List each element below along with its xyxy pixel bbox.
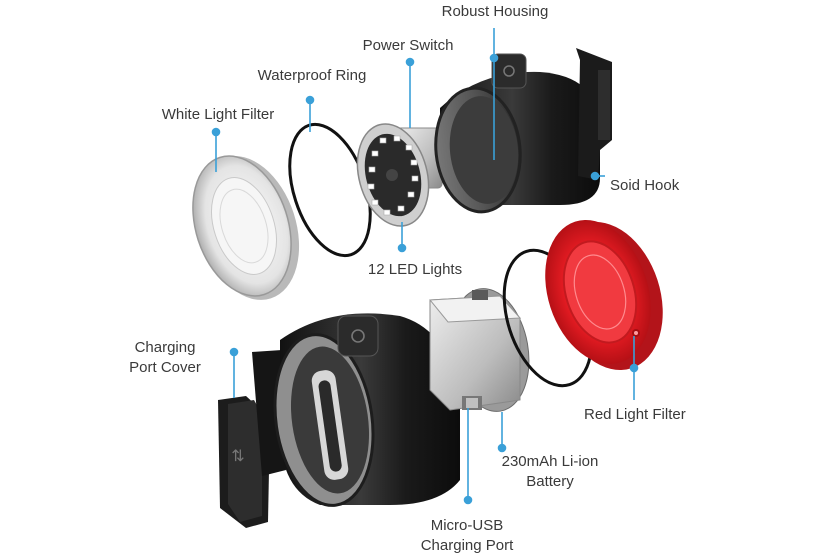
charging-port-cover-part: ⇄ xyxy=(218,396,270,528)
label-charging-port-cover: Charging Port Cover xyxy=(110,338,220,378)
label-white-light-filter: White Light Filter xyxy=(161,106,275,123)
white-light-filter-part xyxy=(192,155,300,300)
label-charging-port-cover-line1: Charging xyxy=(134,339,196,356)
leader-lines xyxy=(211,28,639,505)
label-micro-usb-line2: Charging Port xyxy=(420,537,514,554)
label-micro-usb-line1: Micro-USB xyxy=(430,517,504,534)
label-red-light-filter: Red Light Filter xyxy=(584,406,686,423)
label-12-led-lights: 12 LED Lights xyxy=(367,261,463,278)
label-waterproof-ring: Waterproof Ring xyxy=(257,67,367,84)
red-light-filter-part xyxy=(545,219,663,371)
label-charging-port-cover-line2: Port Cover xyxy=(129,359,201,376)
label-battery-line2: Battery xyxy=(526,473,574,490)
battery-part xyxy=(428,288,530,412)
led-board-part xyxy=(356,123,443,227)
label-micro-usb: Micro-USB Charging Port xyxy=(402,516,532,556)
label-power-switch: Power Switch xyxy=(362,37,454,54)
bottom-housing-part xyxy=(252,313,460,507)
robust-housing-part xyxy=(434,48,612,214)
label-robust-housing: Robust Housing xyxy=(441,3,549,20)
label-battery-line1: 230mAh Li-ion xyxy=(501,453,599,470)
svg-text:⇄: ⇄ xyxy=(228,449,247,462)
label-soid-hook: Soid Hook xyxy=(610,177,680,194)
label-battery: 230mAh Li-ion Battery xyxy=(480,452,620,492)
